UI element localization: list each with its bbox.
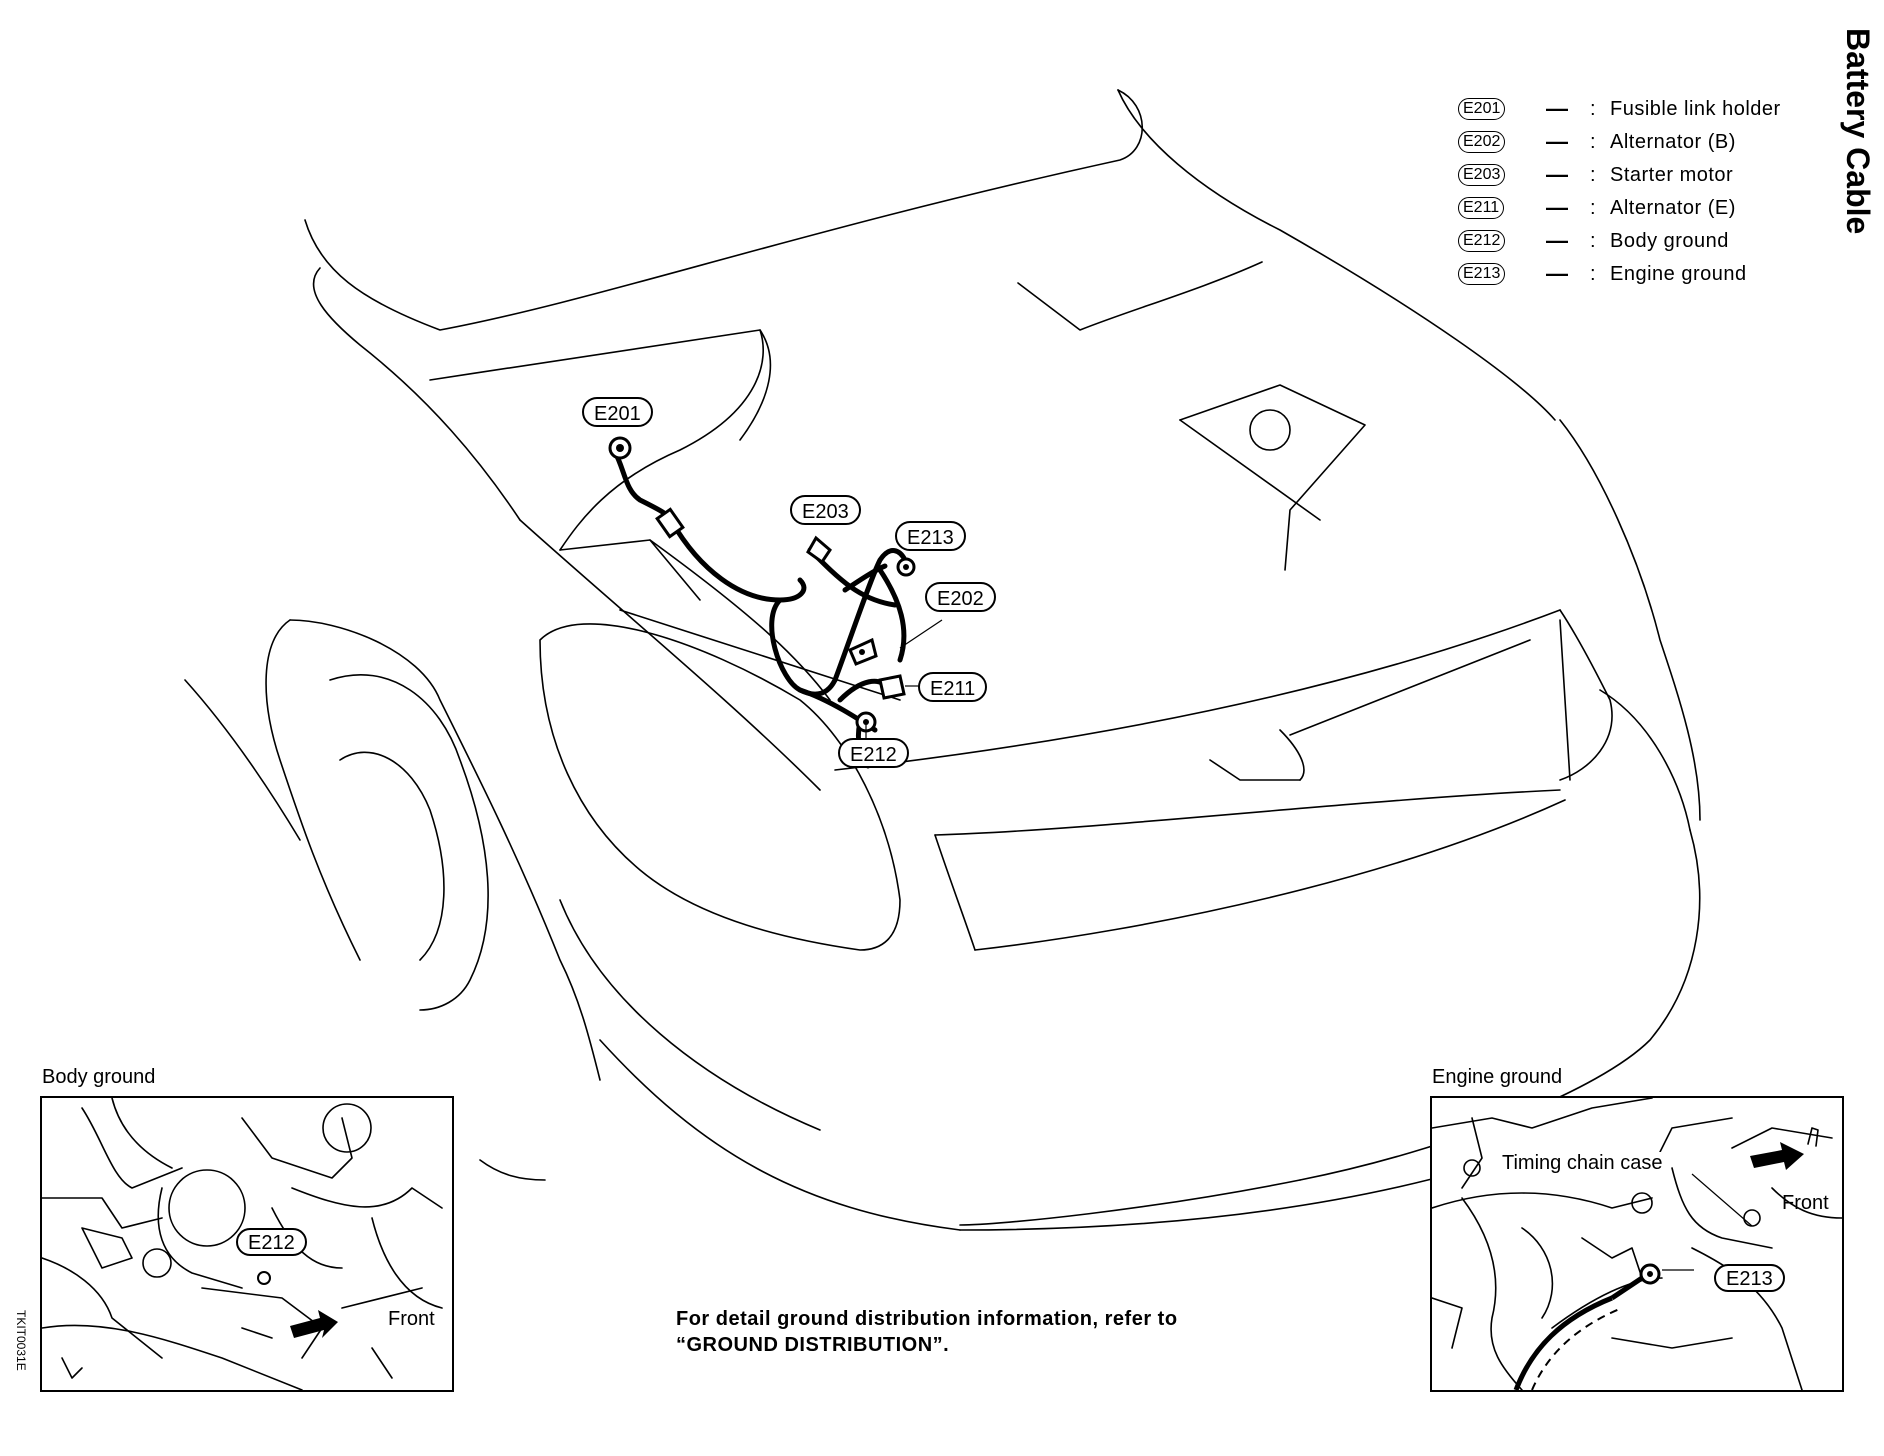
callout-e213: E213 — [895, 521, 966, 551]
engine-ground-illustration — [1432, 1098, 1842, 1390]
legend-colon: : — [1590, 131, 1596, 153]
legend-code: E212 — [1458, 230, 1506, 252]
legend-desc: Engine ground — [1610, 263, 1747, 285]
callout-e201: E201 — [582, 397, 653, 427]
legend-code: E211 — [1458, 197, 1505, 219]
doc-code: TKIT0031E — [14, 1310, 34, 1380]
page-side-title: Battery Cable — [1832, 28, 1882, 268]
legend-dash: — — [1546, 228, 1568, 253]
inset-engine-ground: Timing chain case E213 Front — [1430, 1096, 1844, 1392]
legend-colon: : — [1590, 230, 1596, 252]
legend-colon: : — [1590, 98, 1596, 120]
callout-e212: E212 — [838, 738, 909, 768]
legend-desc: Alternator (E) — [1610, 197, 1736, 219]
legend-desc: Starter motor — [1610, 164, 1734, 186]
callout-e202: E202 — [925, 582, 996, 612]
legend-dash: — — [1546, 96, 1568, 121]
inset-body-title: Body ground — [42, 1066, 156, 1088]
note-line-1: For detail ground distribution informati… — [676, 1308, 1178, 1330]
inset-body-ground: E212 Front — [40, 1096, 454, 1392]
inset-body-callout-e212: E212 — [236, 1228, 307, 1256]
legend-dash: — — [1546, 162, 1568, 187]
legend-colon: : — [1590, 164, 1596, 186]
doc-code-text: TKIT0031E — [14, 1310, 28, 1371]
legend-code: E201 — [1458, 98, 1506, 120]
legend-colon: : — [1590, 197, 1596, 219]
inset-engine-callout-e213: E213 — [1714, 1264, 1785, 1292]
legend-desc: Fusible link holder — [1610, 98, 1781, 120]
legend-code: E213 — [1458, 263, 1506, 285]
inset-body-front-label: Front — [388, 1308, 435, 1330]
body-ground-illustration — [42, 1098, 443, 1390]
legend-dash: — — [1546, 129, 1568, 154]
side-title-text: Battery Cable — [1840, 28, 1876, 235]
legend-dash: — — [1546, 261, 1568, 286]
legend-desc: Alternator (B) — [1610, 131, 1736, 153]
legend-dash: — — [1546, 195, 1568, 220]
inset-engine-title: Engine ground — [1432, 1066, 1563, 1088]
inset-engine-front-label: Front — [1782, 1192, 1829, 1214]
legend-colon: : — [1590, 263, 1596, 285]
legend-code: E203 — [1458, 164, 1506, 186]
legend-desc: Body ground — [1610, 230, 1729, 252]
inset-engine-part-label: Timing chain case — [1500, 1152, 1665, 1175]
note-line-2: “GROUND DISTRIBUTION”. — [676, 1334, 950, 1356]
callout-e203: E203 — [790, 495, 861, 525]
callout-e211: E211 — [918, 672, 988, 702]
legend-code: E202 — [1458, 131, 1506, 153]
